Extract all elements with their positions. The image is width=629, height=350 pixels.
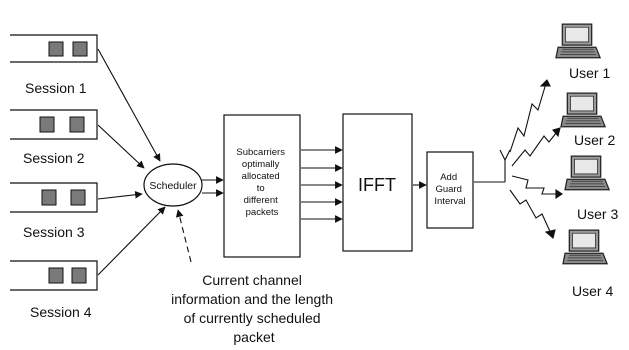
channel-info-note: Current channel information and the leng…	[171, 272, 337, 345]
session-3-label: Session 3	[23, 224, 85, 240]
lightning-signal-icon	[509, 79, 563, 239]
antenna-icon	[499, 149, 511, 182]
guard-block-text: Add Guard Interval	[434, 172, 465, 207]
subcarrier-allocation-block	[223, 114, 301, 258]
session-1-label: Session 1	[25, 80, 87, 96]
packet-square-icon	[48, 267, 64, 284]
arrow-session1-to-scheduler	[97, 48, 161, 162]
laptop-icon	[564, 155, 610, 191]
packet-square-icon	[71, 267, 87, 284]
subcarrier-block-text: Subcarriers optimally allocated to diffe…	[236, 147, 287, 218]
ifft-block	[342, 113, 413, 252]
channel-info-dashed-arrow	[175, 209, 192, 263]
packet-square-icon	[48, 41, 64, 57]
user-4-label: User 4	[572, 283, 613, 299]
scheduler-node	[143, 163, 203, 207]
packet-square-icon	[69, 116, 85, 133]
arrow-session4-to-scheduler	[97, 206, 166, 276]
packet-square-icon	[70, 189, 86, 206]
laptop-icon	[560, 92, 606, 128]
scheduler-label: Scheduler	[149, 180, 197, 192]
laptop-icon	[555, 23, 601, 59]
packet-square-icon	[72, 41, 88, 57]
user-2-label: User 2	[574, 132, 615, 148]
session-queue-3	[10, 182, 98, 213]
user-3-label: User 3	[577, 206, 618, 222]
packet-square-icon	[39, 116, 55, 133]
session-queue-4	[10, 260, 98, 291]
packet-square-icon	[41, 189, 57, 206]
arrow-session3-to-scheduler	[97, 190, 143, 200]
guard-interval-block	[426, 151, 474, 229]
user-1-label: User 1	[569, 65, 610, 81]
ifft-label: IFFT	[358, 175, 396, 195]
session-2-label: Session 2	[23, 150, 85, 166]
laptop-icon	[562, 229, 608, 265]
session-4-label: Session 4	[30, 304, 92, 320]
arrow-session2-to-scheduler	[97, 124, 145, 169]
session-queue-2	[10, 109, 98, 140]
session-queue-1	[10, 34, 98, 63]
